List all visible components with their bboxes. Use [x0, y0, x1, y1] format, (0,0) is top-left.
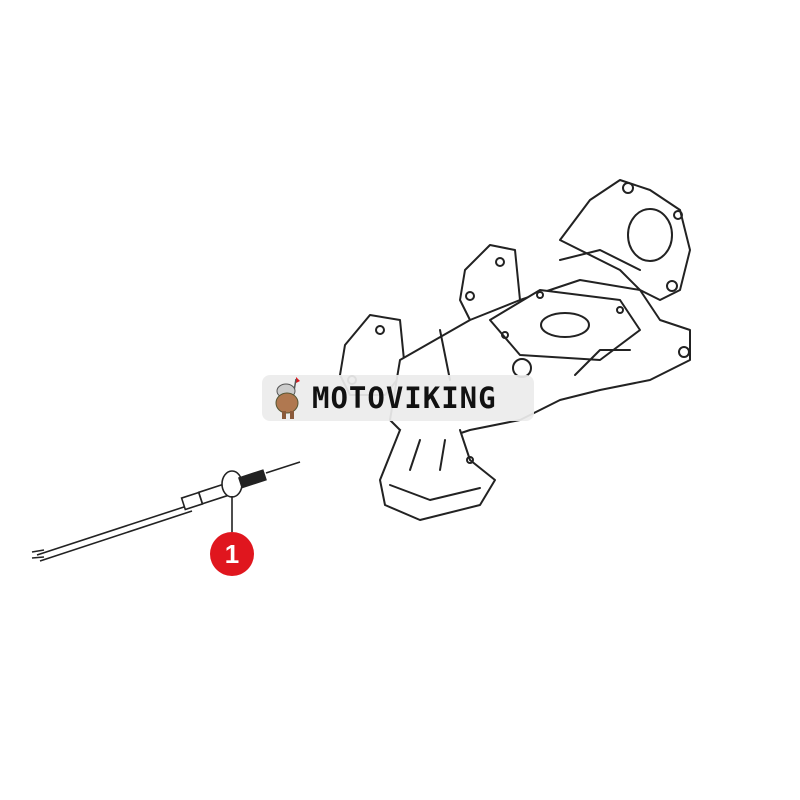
- brand-name: MOTOVIKING: [312, 381, 497, 415]
- exhaust-manifold: [339, 179, 691, 521]
- watermark: MOTOVIKING: [262, 375, 534, 421]
- callout-number-1: 1: [224, 538, 240, 569]
- viking-mascot-icon: [275, 377, 300, 419]
- sensor-part-1: [31, 461, 301, 562]
- callout-circle: [210, 532, 254, 576]
